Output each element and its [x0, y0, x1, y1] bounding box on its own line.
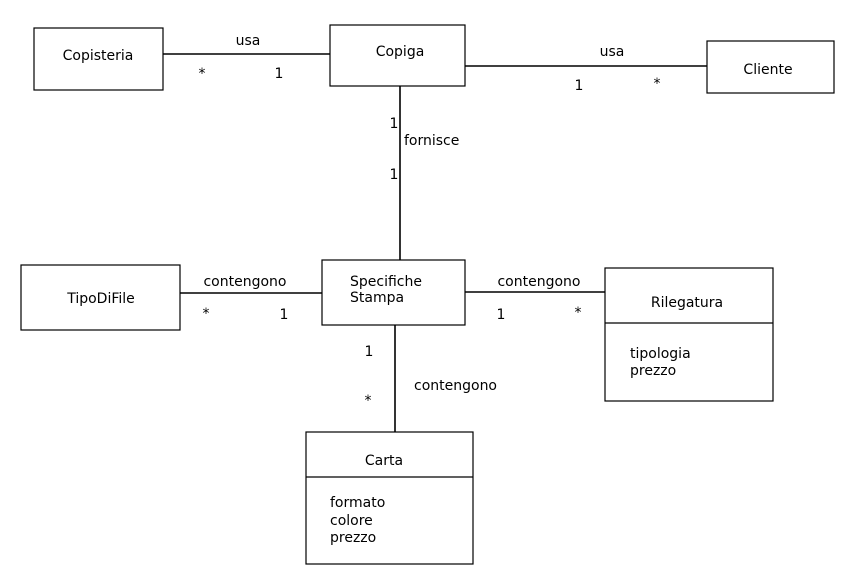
- class-copiga[interactable]: Copiga: [329, 24, 466, 87]
- class-carta[interactable]: Carta formato colore prezzo: [305, 431, 474, 565]
- class-tipodifile[interactable]: TipoDiFile: [20, 264, 181, 331]
- assoc-label-copisteria-copiga: usa: [236, 33, 261, 49]
- class-carta-attr-1: colore: [330, 513, 373, 529]
- class-carta-attr-2: prezzo: [330, 530, 376, 546]
- mult-specifiche-side-right: 1: [497, 307, 506, 323]
- mult-cliente-side: *: [654, 76, 661, 92]
- assoc-label-tipodifile-specifiche: contengono: [203, 274, 286, 290]
- assoc-label-copiga-specifiche: fornisce: [404, 133, 459, 149]
- mult-copiga-side-right: 1: [575, 78, 584, 94]
- mult-copiga-side-bottom: 1: [390, 116, 399, 132]
- class-rilegatura-name: Rilegatura: [651, 295, 723, 311]
- mult-specifiche-side-bottom: 1: [365, 344, 374, 360]
- class-rilegatura[interactable]: Rilegatura tipologia prezzo: [604, 267, 774, 402]
- class-rilegatura-attr-0: tipologia: [630, 346, 691, 362]
- mult-carta-side: *: [365, 393, 372, 409]
- class-specifiche-name-line2: Stampa: [350, 290, 404, 306]
- mult-specifiche-side-left: 1: [280, 307, 289, 323]
- class-carta-attr-0: formato: [330, 495, 385, 511]
- class-copisteria[interactable]: Copisteria: [33, 27, 164, 91]
- class-specifiche-stampa[interactable]: Specifiche Stampa: [321, 259, 466, 326]
- class-tipodifile-name: TipoDiFile: [66, 291, 135, 307]
- class-cliente-name: Cliente: [743, 62, 792, 78]
- class-copiga-name: Copiga: [376, 44, 425, 60]
- class-specifiche-name-line1: Specifiche: [350, 274, 422, 290]
- assoc-label-copiga-cliente: usa: [600, 44, 625, 60]
- class-copisteria-name: Copisteria: [63, 48, 134, 64]
- mult-copiga-side-left: 1: [275, 66, 284, 82]
- mult-rilegatura-side: *: [575, 305, 582, 321]
- mult-specifiche-side-top: 1: [390, 167, 399, 183]
- assoc-label-specifiche-carta: contengono: [414, 378, 497, 394]
- mult-copisteria-side: *: [199, 66, 206, 82]
- assoc-label-specifiche-rilegatura: contengono: [497, 274, 580, 290]
- mult-tipodifile-side: *: [203, 306, 210, 322]
- class-cliente[interactable]: Cliente: [706, 40, 835, 94]
- class-carta-name: Carta: [365, 453, 403, 469]
- class-rilegatura-attr-1: prezzo: [630, 363, 676, 379]
